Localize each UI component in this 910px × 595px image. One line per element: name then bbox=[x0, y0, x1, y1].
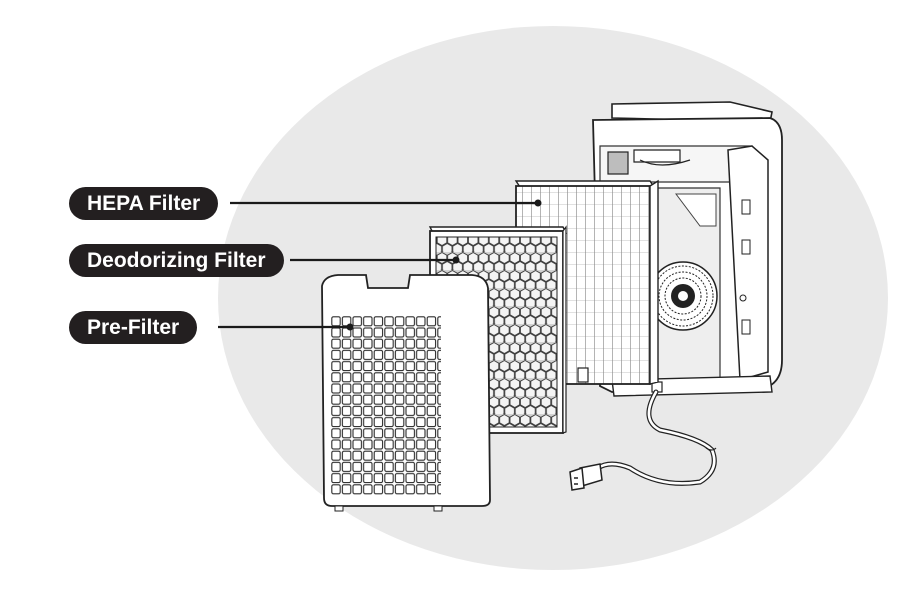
pre-filter-graphic bbox=[321, 274, 491, 512]
prefilter-leader-dot bbox=[346, 323, 354, 331]
pre-filter-label: Pre-Filter bbox=[69, 311, 198, 344]
fan bbox=[648, 261, 718, 331]
deodorizing-filter-label: Deodorizing Filter bbox=[69, 244, 284, 277]
power-cord bbox=[569, 389, 717, 491]
hepa-filter-label: HEPA Filter bbox=[69, 187, 219, 220]
deodorizing-leader-dot bbox=[452, 256, 460, 264]
hepa-leader-dot bbox=[534, 199, 542, 207]
